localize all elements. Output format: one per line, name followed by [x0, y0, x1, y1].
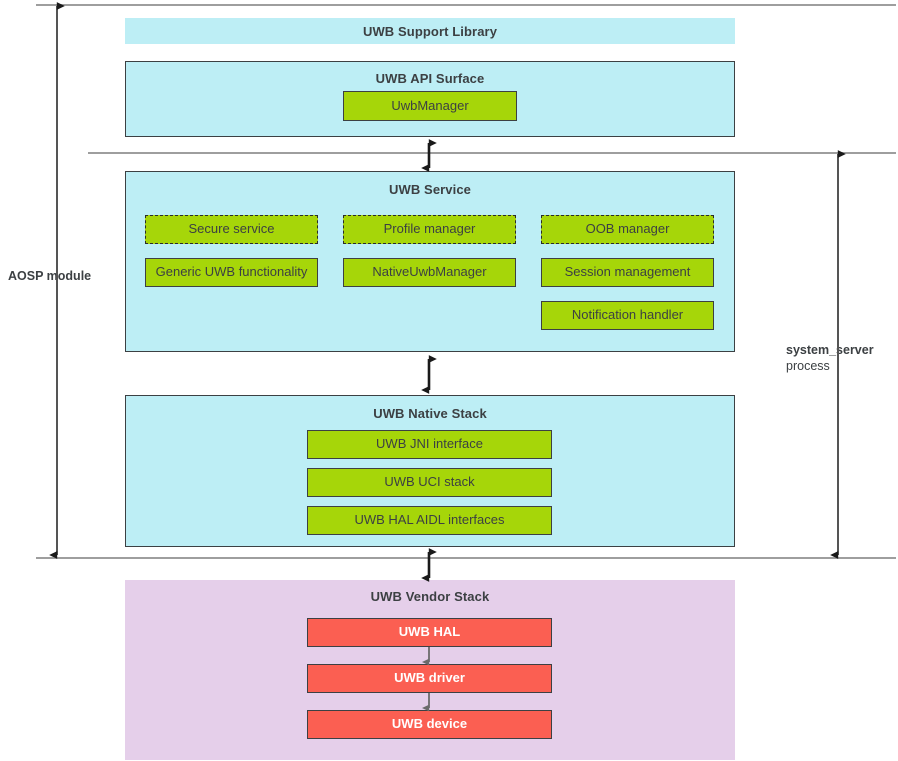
block-uwb-jni-interface[interactable]: UWB JNI interface — [307, 430, 552, 459]
block-native-uwb-manager[interactable]: NativeUwbManager — [343, 258, 516, 287]
label-aosp-module: AOSP module — [8, 269, 104, 285]
label-process-text: process — [786, 358, 830, 373]
layer-title-uwb-service: UWB Service — [388, 182, 472, 197]
layer-support-library: UWB Support Library — [125, 18, 735, 44]
block-secure-service[interactable]: Secure service — [145, 215, 318, 244]
block-uwb-hal[interactable]: UWB HAL — [307, 618, 552, 647]
block-uwb-manager[interactable]: UwbManager — [343, 91, 517, 121]
block-uwb-driver[interactable]: UWB driver — [307, 664, 552, 693]
block-session-management[interactable]: Session management — [541, 258, 714, 287]
layer-title-api-surface: UWB API Surface — [375, 71, 485, 86]
block-generic-uwb-functionality[interactable]: Generic UWB functionality — [145, 258, 318, 287]
bottom-boundary-rule — [36, 557, 896, 559]
layer-title-vendor-stack: UWB Vendor Stack — [370, 589, 490, 604]
label-system-server-process: system_server process — [786, 343, 896, 374]
layer-api-surface: UWB API Surface — [125, 61, 735, 137]
block-uwb-uci-stack[interactable]: UWB UCI stack — [307, 468, 552, 497]
layer-title-support-library: UWB Support Library — [362, 24, 498, 39]
block-oob-manager[interactable]: OOB manager — [541, 215, 714, 244]
block-notification-handler[interactable]: Notification handler — [541, 301, 714, 330]
block-profile-manager[interactable]: Profile manager — [343, 215, 516, 244]
api-service-boundary-rule — [88, 152, 896, 154]
block-uwb-device[interactable]: UWB device — [307, 710, 552, 739]
top-boundary-rule — [36, 4, 896, 6]
layer-title-native-stack: UWB Native Stack — [373, 406, 487, 421]
label-system-server-text: system_server — [786, 343, 874, 357]
label-aosp-module-text: AOSP module — [8, 269, 92, 283]
block-uwb-hal-aidl-interfaces[interactable]: UWB HAL AIDL interfaces — [307, 506, 552, 535]
